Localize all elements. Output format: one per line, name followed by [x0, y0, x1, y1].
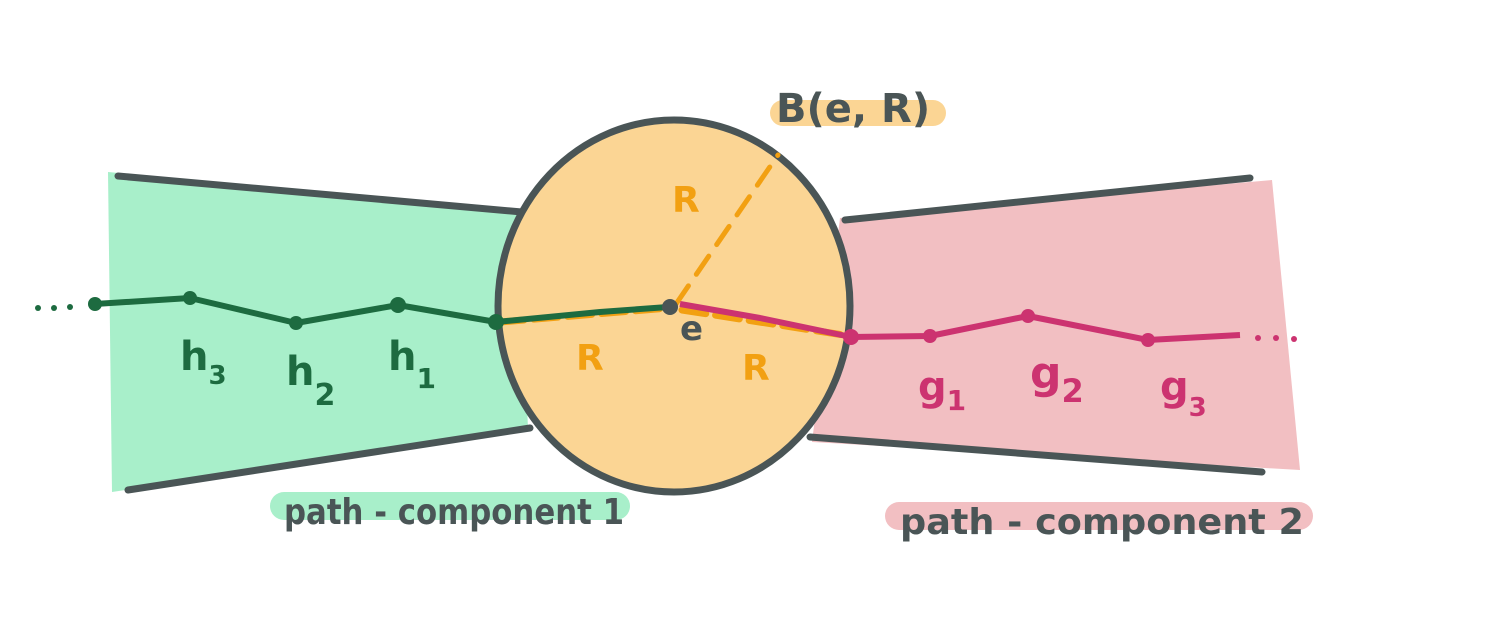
left-band-top-edge	[114, 172, 526, 216]
point-g3-label: g3	[1160, 364, 1207, 423]
green-path-tail-dot	[67, 304, 73, 310]
left-component-label-highlight	[270, 492, 630, 520]
right-band-bottom-edge	[806, 433, 1266, 476]
pink-path-tail-dot	[1291, 336, 1297, 342]
point-g1-dot	[923, 329, 937, 343]
radius-label-upper: R	[672, 180, 700, 221]
green-path-tail-dot	[35, 305, 41, 311]
point-h1-dot	[390, 297, 406, 313]
right-band-top-edge	[841, 174, 1254, 224]
ball-label-highlight	[770, 100, 946, 126]
point-h1-label: h1	[388, 334, 436, 395]
pink-path-tail-dot	[1255, 335, 1261, 341]
right-component-label-highlight	[885, 502, 1313, 530]
pink-path-tail-dot	[1273, 335, 1279, 341]
point-g3-dot	[1141, 333, 1155, 347]
left-component-region	[108, 172, 528, 492]
right-component-region	[812, 180, 1300, 470]
point-g2-dot	[1021, 309, 1035, 323]
point-h3-label: h3	[180, 334, 227, 391]
green-path-vertex	[88, 297, 102, 311]
green-boundary-dot	[488, 314, 504, 330]
right-component-label: path - component 2	[900, 502, 1304, 543]
radius-label-left: R	[576, 338, 604, 379]
radius-dashed-up	[673, 152, 781, 307]
ball-label: B(e, R)	[776, 86, 930, 132]
left-band-bottom-edge	[124, 424, 534, 494]
point-h2-dot	[289, 316, 303, 330]
point-h3-dot	[183, 291, 197, 305]
center-point-label: e	[680, 309, 703, 349]
green-path-tail-dot	[51, 305, 57, 311]
point-g1-label: g1	[918, 364, 966, 417]
left-component-label: path - component 1	[284, 492, 624, 533]
pink-boundary-dot	[843, 329, 859, 345]
radius-label-right: R	[742, 348, 770, 389]
center-point-dot	[662, 299, 678, 315]
point-h2-label: h2	[286, 349, 335, 413]
point-g2-label: g2	[1030, 348, 1084, 410]
